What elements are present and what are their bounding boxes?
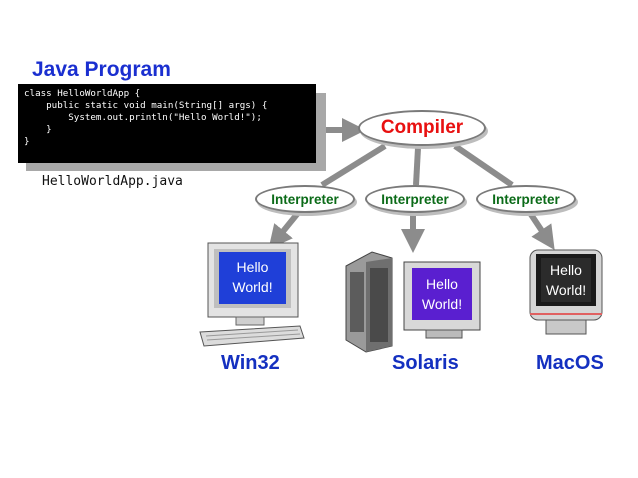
win32-computer-icon [199, 242, 305, 347]
connector-compiler-interpreter-3 [453, 143, 514, 188]
interpreter-label: Interpreter [271, 191, 339, 207]
macos-screen-line2: World! [545, 282, 587, 298]
compiler-label: Compiler [380, 117, 464, 138]
macos-computer-icon [529, 249, 603, 335]
compiler-node: Compiler [358, 110, 486, 146]
connector-compiler-interpreter-2 [413, 147, 421, 186]
arrow-interpreter-to-win32 [268, 211, 301, 250]
connector-compiler-interpreter-1 [320, 143, 387, 188]
solaris-screen-line2: World! [421, 296, 463, 312]
platform-label-macos: MacOS [536, 352, 604, 374]
win32-screen-text: Hello World! [219, 257, 286, 297]
solaris-workstation-icon [345, 251, 481, 353]
source-code-box: class HelloWorldApp { public static void… [18, 84, 316, 163]
interpreter-node-macos: Interpreter [476, 185, 576, 213]
solaris-screen-line1: Hello [426, 276, 458, 292]
code-line: class HelloWorldApp { [24, 88, 141, 99]
java-program-title: Java Program [32, 58, 171, 81]
win32-screen-line1: Hello [236, 259, 269, 275]
macos-screen-text: Hello World! [536, 260, 596, 300]
solaris-screen [412, 268, 472, 320]
code-line: System.out.println("Hello World!"); [24, 112, 262, 123]
arrow-interpreter-to-macos [527, 211, 555, 250]
interpreter-node-solaris: Interpreter [365, 185, 465, 213]
platform-label-solaris: Solaris [392, 352, 459, 374]
interpreter-node-win32: Interpreter [255, 185, 355, 213]
platform-label-win32: Win32 [221, 352, 280, 374]
interpreter-label: Interpreter [381, 191, 449, 207]
code-line: } [24, 124, 52, 135]
code-line: } [24, 136, 30, 147]
source-filename: HelloWorldApp.java [42, 174, 183, 189]
source-code: class HelloWorldApp { public static void… [18, 84, 316, 148]
win32-screen-line2: World! [232, 279, 273, 295]
macos-screen-line1: Hello [550, 262, 582, 278]
interpreter-label: Interpreter [492, 191, 560, 207]
code-line: public static void main(String[] args) { [24, 100, 268, 111]
solaris-screen-text: Hello World! [412, 274, 472, 314]
win32-screen [219, 252, 286, 304]
